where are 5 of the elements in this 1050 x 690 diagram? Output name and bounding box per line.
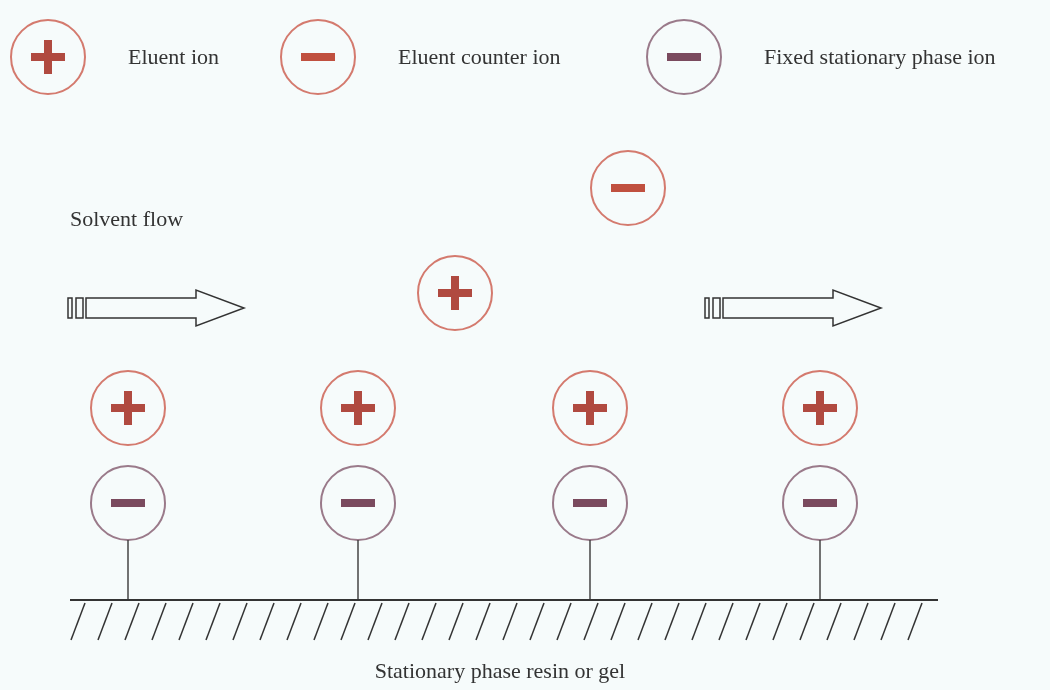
text-label: Solvent flow: [70, 206, 184, 232]
legend-label: Fixed stationary phase ion: [764, 44, 996, 70]
legend-label: Eluent counter ion: [398, 44, 561, 70]
legend-label: Eluent ion: [128, 44, 220, 70]
text-label: Stationary phase resin or gel: [374, 658, 626, 684]
